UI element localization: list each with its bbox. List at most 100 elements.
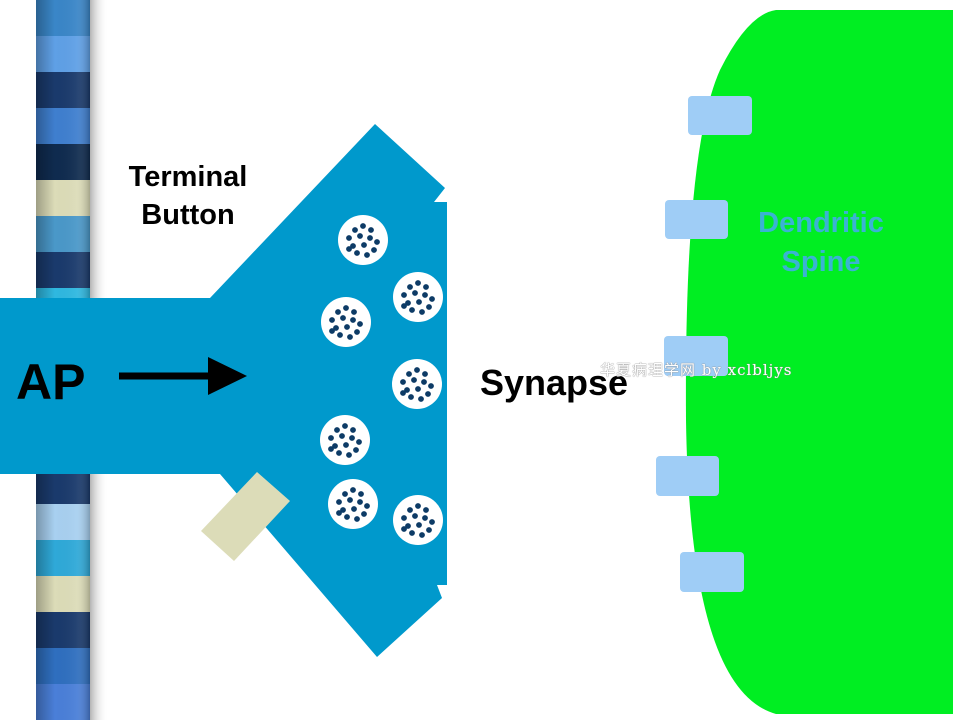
neurotransmitter-dot: [401, 526, 407, 532]
neurotransmitter-dot: [354, 329, 360, 335]
vesicle-membrane: [393, 272, 443, 322]
neurotransmitter-dot: [346, 235, 352, 241]
neurotransmitter-dot: [340, 315, 346, 321]
neurotransmitter-dot: [344, 514, 350, 520]
neurotransmitter-dot: [342, 423, 348, 429]
neurotransmitter-dot: [339, 433, 345, 439]
neurotransmitter-dot: [354, 516, 360, 522]
neurotransmitter-dot: [349, 435, 355, 441]
myelin-marker: [201, 472, 290, 561]
neurotransmitter-dot: [368, 227, 374, 233]
terminal-label-line2: Button: [141, 199, 235, 231]
neurotransmitter-dot: [401, 292, 407, 298]
neurotransmitter-dot: [350, 427, 356, 433]
neurotransmitter-dot: [361, 242, 367, 248]
neurotransmitter-dot: [360, 223, 366, 229]
neurotransmitter-dot: [401, 515, 407, 521]
neurotransmitter-dot: [411, 377, 417, 383]
neurotransmitter-dot: [343, 442, 349, 448]
neurotransmitter-dot: [333, 325, 339, 331]
neurotransmitter-dot: [342, 491, 348, 497]
axon-terminal: [0, 124, 447, 657]
neurotransmitter-dots: [346, 223, 380, 258]
spine-label-line2: Spine: [781, 246, 861, 278]
neurotransmitter-dots: [329, 305, 363, 340]
neurotransmitter-dot: [336, 510, 342, 516]
neurotransmitter-dot: [406, 371, 412, 377]
neurotransmitter-dot: [336, 499, 342, 505]
neurotransmitter-dot: [350, 243, 356, 249]
vesicle: [393, 272, 443, 322]
neurotransmitter-dot: [400, 390, 406, 396]
vesicle: [338, 215, 388, 265]
neurotransmitter-dot: [419, 532, 425, 538]
neurotransmitter-dots: [328, 423, 362, 458]
synaptic-vesicles: [320, 215, 443, 545]
neurotransmitter-dot: [374, 239, 380, 245]
vesicle: [392, 359, 442, 409]
neurotransmitter-dot: [352, 227, 358, 233]
vesicle-membrane: [393, 495, 443, 545]
neurotransmitter-dot: [422, 371, 428, 377]
neurotransmitter-dot: [425, 391, 431, 397]
receptor: [688, 96, 752, 135]
neurotransmitter-dot: [423, 284, 429, 290]
neurotransmitter-dot: [414, 367, 420, 373]
neurotransmitter-dot: [328, 446, 334, 452]
neurotransmitter-dot: [401, 303, 407, 309]
neurotransmitter-dot: [367, 235, 373, 241]
neurotransmitter-dot: [421, 379, 427, 385]
neurotransmitter-dot: [337, 332, 343, 338]
neurotransmitter-dot: [412, 290, 418, 296]
neurotransmitter-dot: [428, 383, 434, 389]
vesicle-membrane: [338, 215, 388, 265]
neurotransmitter-dot: [329, 328, 335, 334]
neurotransmitter-dot: [351, 309, 357, 315]
receptor: [680, 552, 744, 592]
neurotransmitter-dot: [407, 507, 413, 513]
neurotransmitter-dot: [400, 379, 406, 385]
neurotransmitter-dots: [401, 280, 435, 315]
neurotransmitter-dot: [358, 491, 364, 497]
neurotransmitter-dots: [400, 367, 434, 402]
vesicle-membrane: [392, 359, 442, 409]
neurotransmitter-dot: [329, 317, 335, 323]
neurotransmitter-dot: [346, 246, 352, 252]
receptor: [665, 200, 728, 239]
neurotransmitter-dots: [336, 487, 370, 522]
neurotransmitter-dot: [412, 513, 418, 519]
neurotransmitter-dot: [353, 447, 359, 453]
neurotransmitter-dot: [426, 527, 432, 533]
dendritic-spine-label: Dendritic Spine: [740, 204, 902, 282]
neurotransmitter-dot: [423, 507, 429, 513]
receptor: [664, 336, 728, 376]
terminal-button-label: Terminal Button: [110, 158, 266, 234]
vesicle-membrane: [321, 297, 371, 347]
vesicle: [393, 495, 443, 545]
neurotransmitter-dot: [344, 324, 350, 330]
neurotransmitter-dot: [357, 321, 363, 327]
neurotransmitter-dot: [416, 299, 422, 305]
neurotransmitter-dot: [415, 386, 421, 392]
neurotransmitter-dot: [429, 519, 435, 525]
neurotransmitter-dot: [350, 487, 356, 493]
neurotransmitter-dot: [335, 309, 341, 315]
neurotransmitter-dot: [415, 280, 421, 286]
vesicle-membrane: [320, 415, 370, 465]
neurotransmitter-dot: [346, 452, 352, 458]
neurotransmitter-dot: [405, 300, 411, 306]
neurotransmitter-dot: [357, 499, 363, 505]
vesicle: [321, 297, 371, 347]
neurotransmitter-dot: [405, 523, 411, 529]
neurotransmitter-dot: [422, 515, 428, 521]
neurotransmitter-dot: [350, 317, 356, 323]
vesicle: [320, 415, 370, 465]
neurotransmitter-dot: [354, 250, 360, 256]
neurotransmitter-dot: [340, 507, 346, 513]
neurotransmitter-dot: [415, 503, 421, 509]
neurotransmitter-dot: [419, 309, 425, 315]
vesicle-membrane: [328, 479, 378, 529]
right-arrow-icon: [119, 357, 247, 395]
neurotransmitter-dot: [371, 247, 377, 253]
